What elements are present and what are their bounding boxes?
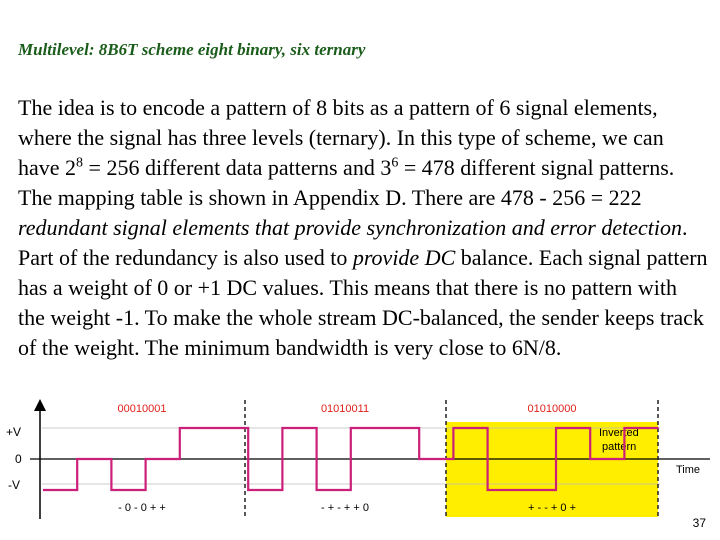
- y-label-zero: 0: [15, 452, 22, 466]
- exponent: 8: [76, 155, 84, 171]
- inverted-label: Inverted: [599, 427, 639, 439]
- text-run: . Part of the redundancy is also used to: [18, 215, 688, 270]
- italic-run: redundant signal elements that provide s…: [18, 215, 682, 240]
- ternary-pattern-2: - + - + + 0: [321, 502, 369, 514]
- exponent: 6: [391, 155, 399, 171]
- signal-diagram: +V 0 -V Time 00010001 01010011 01010000 …: [6, 399, 710, 519]
- x-axis-label: Time: [676, 464, 700, 476]
- y-label-plus-v: +V: [6, 425, 21, 439]
- binary-pattern-3: 01010000: [528, 403, 577, 415]
- inverted-label: pattern: [602, 441, 636, 453]
- y-label-minus-v: -V: [8, 478, 20, 492]
- binary-pattern-2: 01010011: [321, 403, 369, 415]
- text-run: The idea is to encode a pattern of 8 bit…: [18, 95, 664, 180]
- signal-waveform: [43, 426, 659, 492]
- inverted-highlight: [446, 422, 658, 517]
- ternary-pattern-1: - 0 - 0 + +: [118, 502, 166, 514]
- ternary-pattern-3: + - - + 0 +: [528, 502, 576, 514]
- binary-pattern-1: 00010001: [118, 403, 167, 415]
- body-paragraph: The idea is to encode a pattern of 8 bit…: [18, 93, 708, 363]
- page-number: 37: [692, 516, 706, 530]
- text-run: = 256 different data patterns and 3: [83, 155, 392, 180]
- italic-run: provide DC: [352, 245, 456, 270]
- text-run: = 478 different signal patterns. The map…: [18, 155, 675, 210]
- slide-title: Multilevel: 8B6T scheme eight binary, si…: [18, 40, 366, 59]
- text-run: balance. Each signal pattern has a weigh…: [18, 245, 708, 360]
